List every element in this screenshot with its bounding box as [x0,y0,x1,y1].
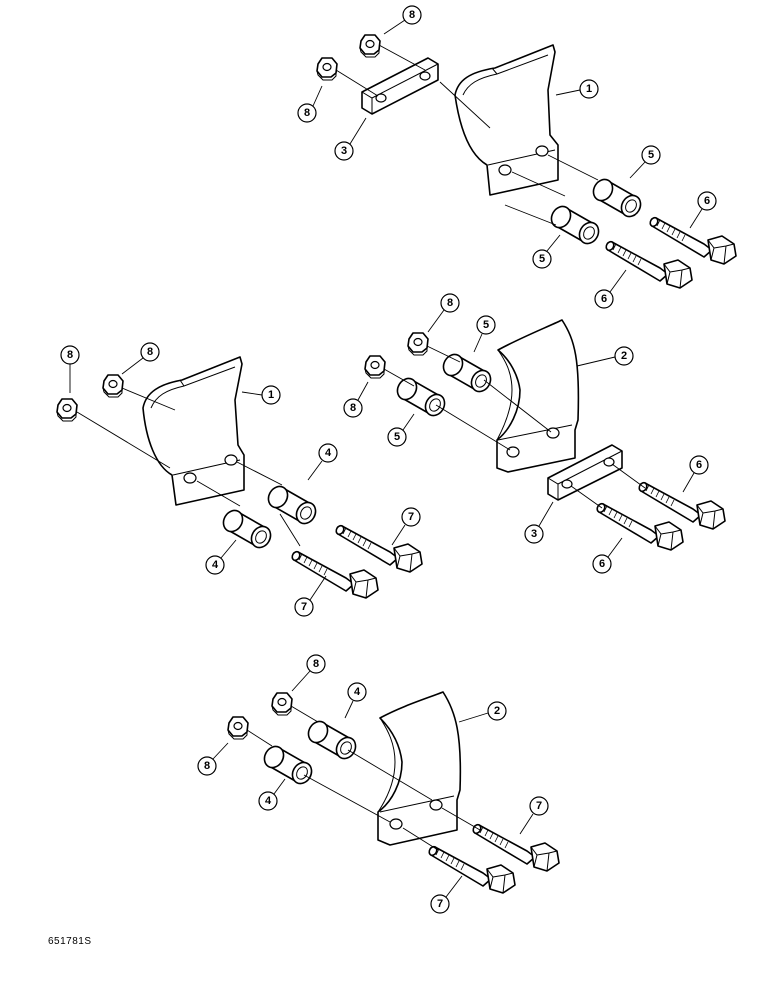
callout-4-bottom-a: 4 [344,682,367,719]
bushing-icon [218,506,276,552]
hex-nut-icon [316,57,338,81]
callout-6-top-a: 6 [689,191,717,229]
svg-text:8: 8 [313,658,319,670]
svg-text:2: 2 [621,350,627,362]
hex-nut-icon [407,332,429,356]
callout-2-middle: 2 [576,346,634,367]
callout-6-middle-a: 6 [682,455,709,493]
hex-nut-icon [102,374,124,398]
svg-text:5: 5 [648,149,654,161]
bushing-icon [392,374,450,420]
callout-8-middle-b: 8 [121,342,160,375]
hex-nut-icon [359,34,381,58]
svg-text:5: 5 [483,319,489,331]
bracket-part-2-middle [496,319,580,473]
hex-bolt-icon [636,480,726,530]
svg-text:8: 8 [67,349,73,361]
callout-3-top: 3 [334,117,367,161]
callout-5-middle-a: 5 [473,315,496,353]
hex-bolt-icon [594,501,684,551]
svg-text:1: 1 [268,389,274,401]
hex-bolt-icon [426,844,516,894]
callout-7-bottom-a: 7 [519,796,549,835]
callout-6-top-b: 6 [594,269,627,309]
svg-text:7: 7 [408,511,414,523]
hex-nut-icon [271,692,293,716]
figure-reference-code: 651781S [48,936,92,947]
svg-text:8: 8 [147,346,153,358]
callout-7-bottom-b: 7 [430,875,463,914]
callout-2-bottom: 2 [458,701,507,723]
callout-4-middle-b: 4 [205,539,237,575]
bushing-icon [303,717,361,763]
svg-text:3: 3 [531,528,537,540]
bracket-part-1-middle [142,356,245,506]
callout-8-middle-a: 8 [60,345,80,393]
svg-text:5: 5 [539,253,545,265]
callout-8-top-a: 8 [383,5,422,35]
callout-8-middle-d: 8 [343,381,369,418]
svg-text:7: 7 [301,601,307,613]
svg-text:8: 8 [304,107,310,119]
bushing-icon [259,742,317,788]
svg-text:2: 2 [494,705,500,717]
hex-bolt-icon [470,822,560,872]
svg-text:6: 6 [704,195,710,207]
callout-3-middle: 3 [524,501,554,544]
callout-7-middle-b: 7 [294,575,327,617]
plate-part-3-middle [547,444,623,501]
callout-4-middle-a: 4 [307,443,338,481]
hex-nut-icon [227,716,249,740]
assembly-top: 1 8 8 3 5 5 6 6 [297,5,737,309]
callout-5-middle-b: 5 [387,413,415,447]
svg-text:6: 6 [599,558,605,570]
svg-text:8: 8 [409,9,415,21]
svg-text:4: 4 [265,795,272,807]
bracket-part-2-bottom [377,691,462,846]
assembly-bottom: 2 8 8 4 4 7 7 [197,654,560,914]
callout-5-top-b: 5 [532,234,561,269]
svg-text:8: 8 [204,760,210,772]
svg-text:6: 6 [601,293,607,305]
svg-text:4: 4 [212,559,219,571]
bracket-part-1-top [454,44,559,196]
svg-text:1: 1 [586,83,592,95]
svg-text:7: 7 [437,898,443,910]
callout-1-middle: 1 [241,385,281,405]
callout-6-middle-b: 6 [592,537,623,574]
hex-nut-icon [56,398,78,422]
svg-text:6: 6 [696,459,702,471]
svg-text:4: 4 [354,686,361,698]
svg-text:5: 5 [394,431,400,443]
assembly-middle-right: 2 8 8 5 5 3 6 6 [343,293,726,574]
callout-8-bottom-a: 8 [291,654,326,692]
svg-text:4: 4 [325,447,332,459]
callout-5-top-a: 5 [629,145,661,179]
svg-text:8: 8 [350,402,356,414]
svg-text:3: 3 [341,145,347,157]
svg-text:7: 7 [536,800,542,812]
bushing-icon [588,175,646,221]
hex-nut-icon [364,355,386,379]
callout-4-bottom-b: 4 [258,778,286,811]
assembly-middle-left: 1 8 8 4 4 7 7 [56,342,423,617]
plate-part-3-top [361,57,439,115]
hex-bolt-icon [333,523,423,573]
bushing-icon [263,482,321,528]
callout-1-top: 1 [555,79,599,99]
callout-7-middle-a: 7 [391,507,421,546]
callout-8-bottom-b: 8 [197,742,229,776]
callout-8-top-b: 8 [297,85,323,123]
svg-text:8: 8 [447,297,453,309]
callout-8-middle-c: 8 [427,293,460,333]
bushing-icon [438,350,496,396]
hex-bolt-icon [289,549,379,599]
